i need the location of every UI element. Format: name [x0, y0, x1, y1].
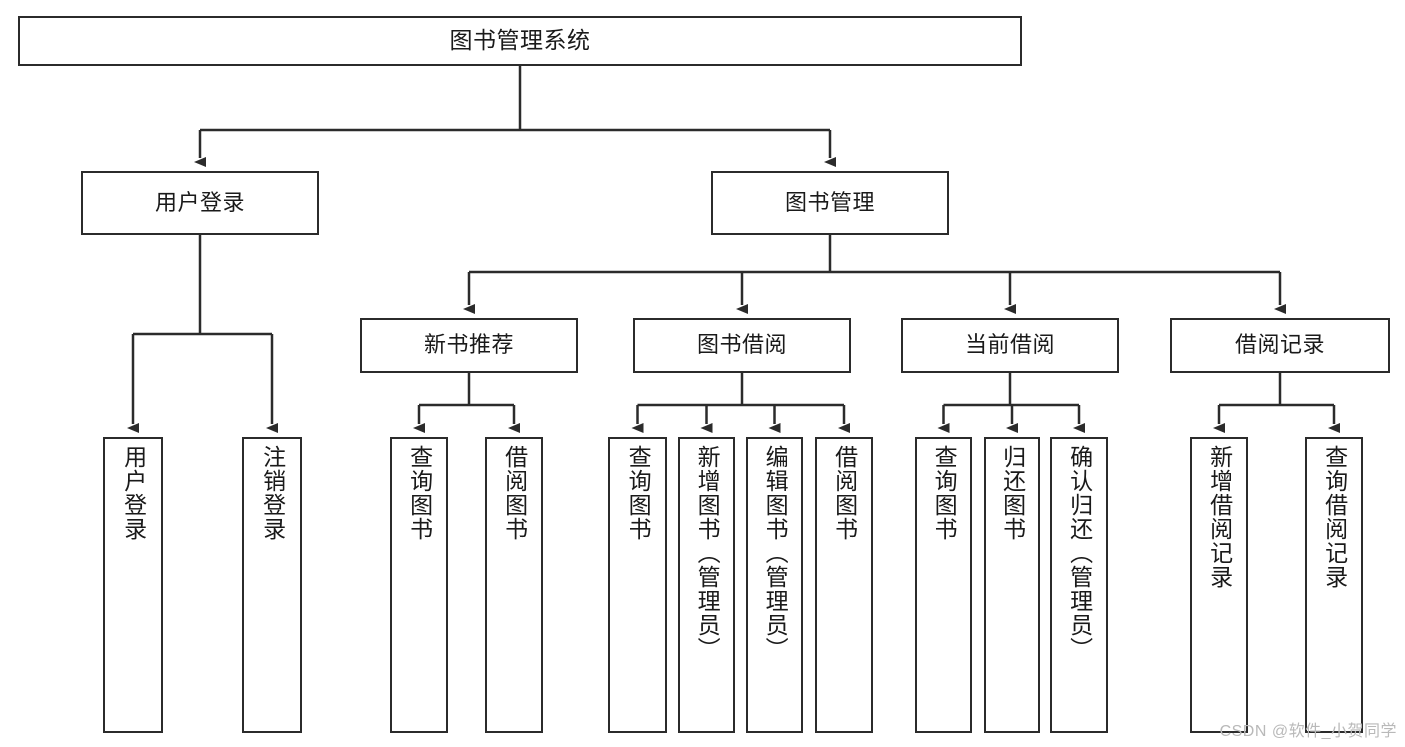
node-leaf-add-record[interactable]: 新增借阅记录 [1190, 437, 1248, 733]
node-leaf-query-book-3[interactable]: 查询图书 [915, 437, 972, 733]
node-leaf-user-login[interactable]: 用户登录 [103, 437, 163, 733]
node-label-leaf-confirm-return: 确认归还（管理员） [1066, 445, 1093, 661]
node-new-book-rec[interactable]: 新书推荐 [360, 318, 578, 373]
node-label-leaf-query-record: 查询借阅记录 [1321, 445, 1348, 589]
node-root[interactable]: 图书管理系统 [18, 16, 1022, 66]
node-label-book-borrow: 图书借阅 [696, 332, 787, 358]
node-label-borrow-record: 借阅记录 [1234, 332, 1325, 358]
node-label-leaf-borrow-book-1: 借阅图书 [501, 445, 528, 541]
node-leaf-borrow-book-1[interactable]: 借阅图书 [485, 437, 543, 733]
node-label-current-borrow: 当前借阅 [964, 332, 1055, 358]
node-borrow-record[interactable]: 借阅记录 [1170, 318, 1390, 373]
node-label-root: 图书管理系统 [449, 27, 591, 54]
node-book-manage[interactable]: 图书管理 [711, 171, 949, 235]
node-leaf-query-book-2[interactable]: 查询图书 [608, 437, 667, 733]
node-leaf-edit-book[interactable]: 编辑图书（管理员） [746, 437, 803, 733]
node-label-leaf-edit-book: 编辑图书（管理员） [762, 445, 789, 661]
node-leaf-borrow-book-2[interactable]: 借阅图书 [815, 437, 873, 733]
node-label-leaf-query-book-3: 查询图书 [931, 445, 958, 541]
node-label-new-book-rec: 新书推荐 [423, 332, 514, 358]
node-leaf-logout[interactable]: 注销登录 [242, 437, 302, 733]
node-label-user-login: 用户登录 [154, 189, 245, 215]
node-label-leaf-borrow-book-2: 借阅图书 [831, 445, 858, 541]
node-leaf-confirm-return[interactable]: 确认归还（管理员） [1050, 437, 1108, 733]
node-label-leaf-user-login: 用户登录 [120, 445, 147, 541]
node-book-borrow[interactable]: 图书借阅 [633, 318, 851, 373]
node-label-leaf-query-book-1: 查询图书 [406, 445, 433, 541]
node-user-login[interactable]: 用户登录 [81, 171, 319, 235]
node-current-borrow[interactable]: 当前借阅 [901, 318, 1119, 373]
node-label-leaf-return-book: 归还图书 [999, 445, 1026, 541]
node-label-leaf-add-record: 新增借阅记录 [1206, 445, 1233, 589]
node-label-leaf-add-book: 新增图书（管理员） [694, 445, 721, 661]
node-leaf-return-book[interactable]: 归还图书 [984, 437, 1040, 733]
node-label-leaf-query-book-2: 查询图书 [625, 445, 652, 541]
node-leaf-query-record[interactable]: 查询借阅记录 [1305, 437, 1363, 733]
node-label-leaf-logout: 注销登录 [259, 445, 286, 541]
node-label-book-manage: 图书管理 [784, 189, 875, 215]
node-leaf-add-book[interactable]: 新增图书（管理员） [678, 437, 735, 733]
node-leaf-query-book-1[interactable]: 查询图书 [390, 437, 448, 733]
